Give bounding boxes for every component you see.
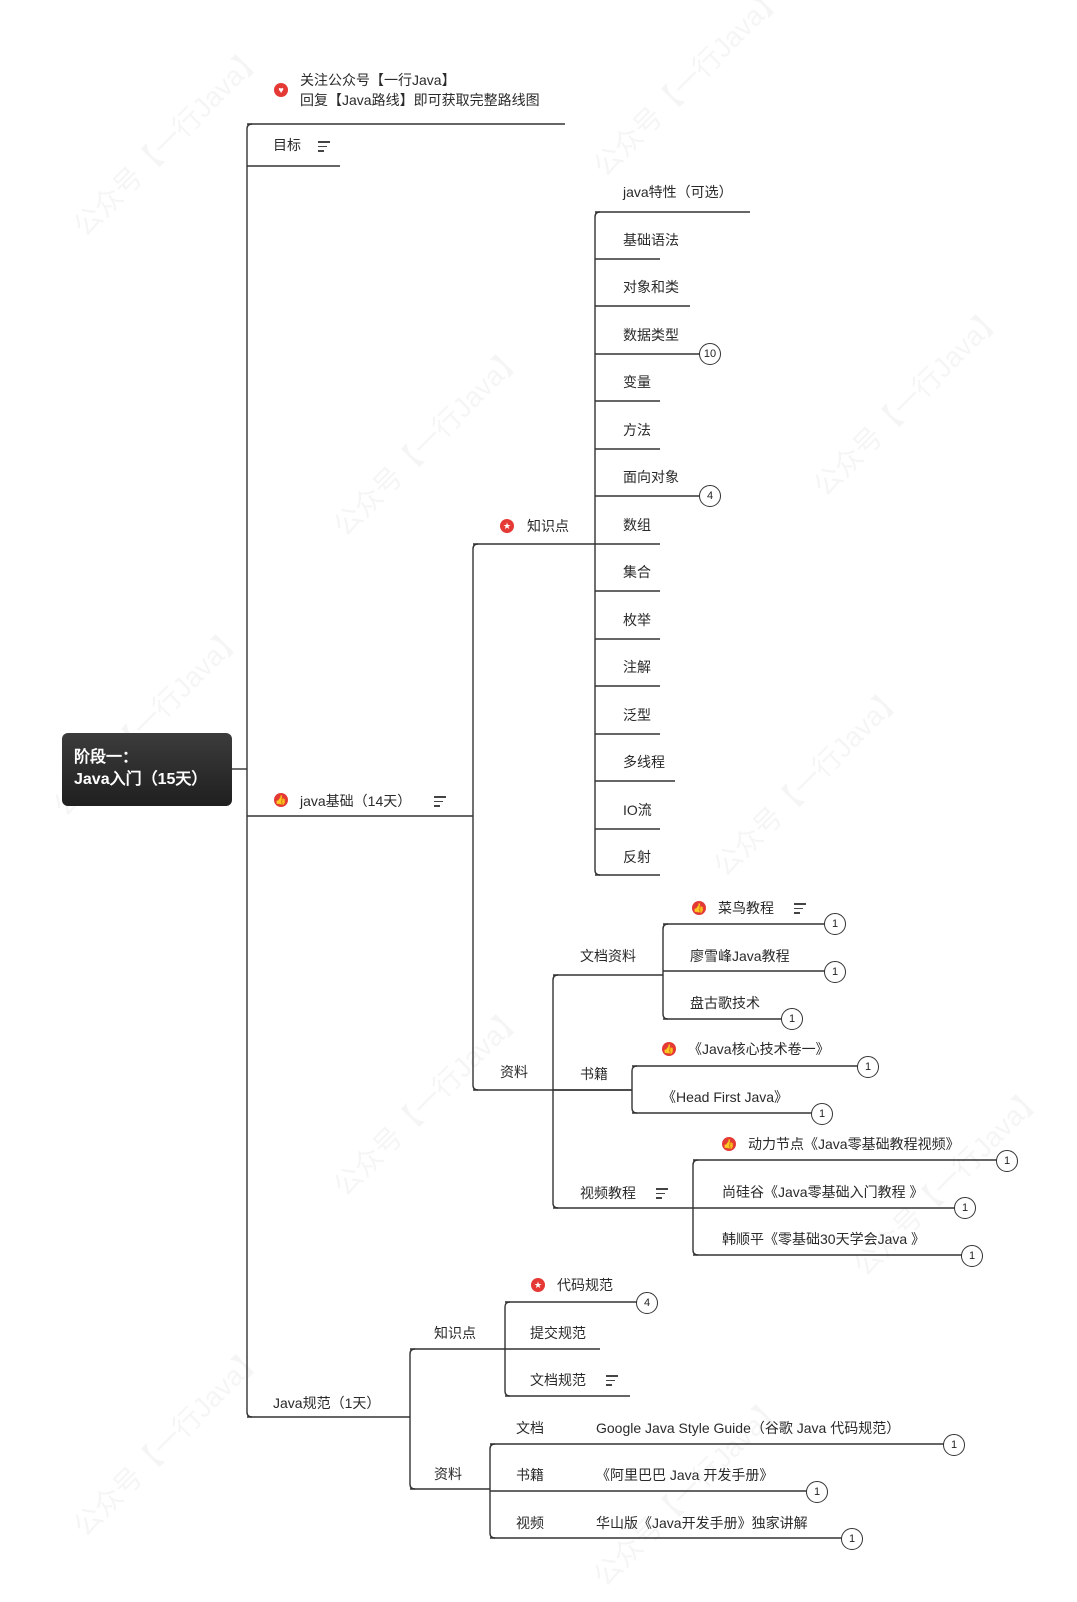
list-item[interactable]: 华山版《Java开发手册》独家讲解 (596, 1515, 808, 1531)
category-label[interactable]: 书籍 (516, 1467, 544, 1483)
list-item[interactable]: 动力节点《Java零基础教程视频》 (748, 1136, 960, 1152)
count-badge[interactable]: 1 (806, 1481, 828, 1503)
list-item[interactable]: 盘古歌技术 (690, 995, 760, 1011)
count-badge[interactable]: 1 (781, 1008, 803, 1030)
count-badge[interactable]: 1 (857, 1056, 879, 1078)
category-label[interactable]: 文档 (516, 1420, 544, 1436)
list-item[interactable]: 泛型 (623, 707, 651, 723)
heart-badge-icon: ♥ (274, 83, 288, 97)
list-item[interactable]: 《Java核心技术卷一》 (688, 1041, 830, 1057)
root-node[interactable]: 阶段一： Java入门（15天） (62, 733, 232, 806)
list-item[interactable]: 文档规范 (530, 1372, 586, 1388)
count-badge[interactable]: 10 (699, 343, 721, 365)
count-badge[interactable]: 1 (824, 961, 846, 983)
list-item[interactable]: 基础语法 (623, 232, 679, 248)
root-title-line1: 阶段一： (74, 749, 139, 766)
count-badge[interactable]: 1 (961, 1245, 983, 1267)
thumbs-up-badge-icon: 👍 (662, 1042, 676, 1056)
list-item[interactable]: 菜鸟教程 (718, 900, 774, 916)
thumbs-up-badge-icon: 👍 (692, 901, 706, 915)
list-item[interactable]: 多线程 (623, 754, 665, 770)
category-label[interactable]: 视频 (516, 1515, 544, 1531)
count-badge[interactable]: 1 (996, 1150, 1018, 1172)
knowledge-node[interactable]: 知识点 (434, 1325, 476, 1341)
java-basics-node[interactable]: java基础（14天） (300, 793, 412, 809)
promo-line1[interactable]: 关注公众号【一行Java】 (300, 72, 456, 88)
list-item[interactable]: 反射 (623, 849, 651, 865)
books-node[interactable]: 书籍 (580, 1066, 608, 1082)
star-badge-icon: ★ (531, 1278, 545, 1292)
docs-node[interactable]: 文档资料 (580, 948, 636, 964)
star-badge-icon: ★ (500, 519, 514, 533)
promo-line2[interactable]: 回复【Java路线】即可获取完整路线图 (300, 92, 540, 108)
note-icon (656, 1188, 668, 1202)
goal-node[interactable]: 目标 (273, 137, 301, 153)
list-item[interactable]: 枚举 (623, 612, 651, 628)
list-item[interactable]: 对象和类 (623, 279, 679, 295)
count-badge[interactable]: 4 (699, 485, 721, 507)
java-standards-node[interactable]: Java规范（1天） (273, 1395, 381, 1411)
count-badge[interactable]: 1 (811, 1103, 833, 1125)
list-item[interactable]: 《Head First Java》 (662, 1089, 789, 1105)
thumbs-up-badge-icon: 👍 (722, 1137, 736, 1151)
list-item[interactable]: IO流 (623, 802, 652, 818)
list-item[interactable]: 面向对象 (623, 469, 679, 485)
list-item[interactable]: 变量 (623, 374, 651, 390)
count-badge[interactable]: 4 (636, 1292, 658, 1314)
root-title-line2: Java入门（15天） (74, 771, 208, 788)
knowledge-node[interactable]: 知识点 (527, 518, 569, 534)
resources-node[interactable]: 资料 (500, 1064, 528, 1080)
list-item[interactable]: Google Java Style Guide（谷歌 Java 代码规范） (596, 1420, 901, 1436)
list-item[interactable]: 提交规范 (530, 1325, 586, 1341)
list-item[interactable]: 方法 (623, 422, 651, 438)
resources-node[interactable]: 资料 (434, 1466, 462, 1482)
count-badge[interactable]: 1 (943, 1434, 965, 1456)
count-badge[interactable]: 1 (841, 1528, 863, 1550)
videos-node[interactable]: 视频教程 (580, 1185, 636, 1201)
note-icon (318, 141, 330, 155)
list-item[interactable]: 韩顺平《零基础30天学会Java 》 (722, 1231, 926, 1247)
note-icon (434, 796, 446, 810)
list-item[interactable]: 《阿里巴巴 Java 开发手册》 (596, 1467, 774, 1483)
list-item[interactable]: 注解 (623, 659, 651, 675)
note-icon (606, 1375, 618, 1389)
list-item[interactable]: 廖雪峰Java教程 (690, 948, 790, 964)
list-item[interactable]: java特性（可选） (623, 184, 733, 200)
list-item[interactable]: 尚硅谷《Java零基础入门教程 》 (722, 1184, 924, 1200)
list-item[interactable]: 代码规范 (557, 1277, 613, 1293)
thumbs-up-badge-icon: 👍 (274, 793, 288, 807)
list-item[interactable]: 数组 (623, 517, 651, 533)
list-item[interactable]: 集合 (623, 564, 651, 580)
count-badge[interactable]: 1 (954, 1197, 976, 1219)
count-badge[interactable]: 1 (824, 913, 846, 935)
list-item[interactable]: 数据类型 (623, 327, 679, 343)
note-icon (794, 903, 806, 917)
